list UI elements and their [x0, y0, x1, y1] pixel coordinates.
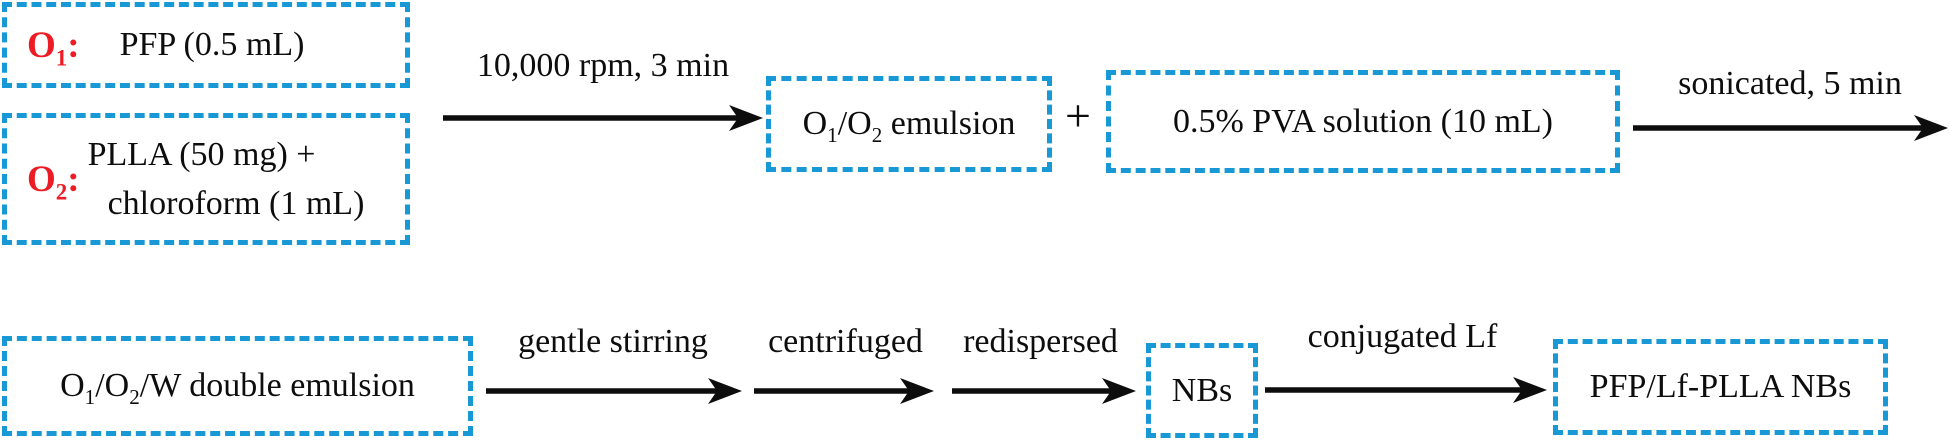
o1-o2-emulsion-box: O1/O2 emulsion [766, 76, 1052, 172]
redisperse-arrow-label: redispersed [963, 323, 1118, 360]
nbs-box: NBs [1146, 343, 1258, 438]
o2-content: PLLA (50 mg) + chloroform (1 mL) [88, 130, 365, 228]
stir-arrow-icon [486, 378, 742, 404]
final-product-box: PFP/Lf-PLLA NBs [1553, 339, 1888, 435]
conjugate-arrow-label: conjugated Lf [1307, 318, 1498, 355]
o1-content: PFP (0.5 mL) [119, 26, 305, 63]
o2-content-line2: chloroform (1 mL) [107, 185, 365, 222]
centrifuge-arrow-icon [754, 378, 934, 404]
sonicate-arrow-icon [1633, 115, 1948, 141]
o1-ingredient-box: O1: PFP (0.5 mL) [2, 2, 410, 88]
o2-content-line1: PLLA (50 mg) + [87, 136, 316, 173]
double-emulsion-box: O1/O2/W double emulsion [2, 336, 473, 436]
pva-solution-box: 0.5% PVA solution (10 mL) [1106, 70, 1620, 173]
sonicate-arrow-label: sonicated, 5 min [1678, 65, 1902, 102]
redisperse-arrow-icon [952, 378, 1136, 404]
conjugate-arrow-icon [1265, 377, 1547, 403]
o2-ingredient-box: O2: PLLA (50 mg) + chloroform (1 mL) [2, 113, 410, 245]
o1-o2-emulsion-text: O1/O2 emulsion [802, 105, 1016, 147]
o1-label: O1: [27, 24, 80, 70]
homogenize-arrow-icon [443, 105, 763, 131]
pva-solution-text: 0.5% PVA solution (10 mL) [1172, 102, 1553, 140]
final-product-text: PFP/Lf-PLLA NBs [1589, 368, 1852, 405]
plus-sign: + [1065, 90, 1091, 141]
nbs-text: NBs [1171, 371, 1233, 409]
homogenize-arrow-label: 10,000 rpm, 3 min [476, 47, 730, 84]
centrifuge-arrow-label: centrifuged [768, 323, 923, 360]
o2-label: O2: [27, 158, 80, 204]
stir-arrow-label: gentle stirring [518, 323, 708, 360]
double-emulsion-text: O1/O2/W double emulsion [60, 367, 415, 409]
